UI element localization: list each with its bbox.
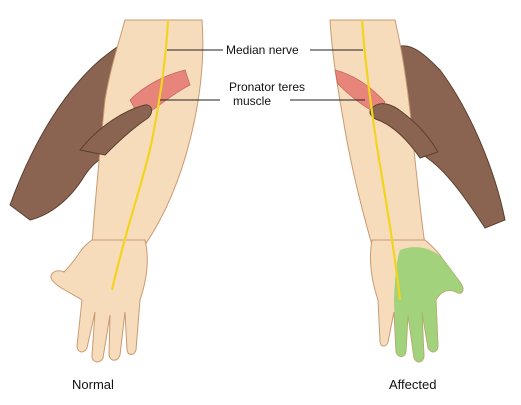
affected-arm-group	[329, 19, 506, 363]
normal-caption: Normal	[72, 377, 114, 392]
pronator-teres-label-line2: muscle	[232, 94, 271, 108]
normal-hand	[50, 239, 148, 363]
affected-median-nerve	[360, 19, 402, 301]
affected-caption: Affected	[389, 377, 437, 392]
normal-arm-group	[9, 19, 204, 363]
normal-median-nerve	[110, 19, 170, 291]
leader-lines	[160, 49, 365, 101]
affected-sensory-area	[394, 247, 463, 362]
examiner-thumb-left	[79, 104, 153, 156]
pronator-teres-label-line1: Pronator teres	[228, 80, 306, 94]
median-nerve-label: Median nerve	[226, 43, 299, 57]
